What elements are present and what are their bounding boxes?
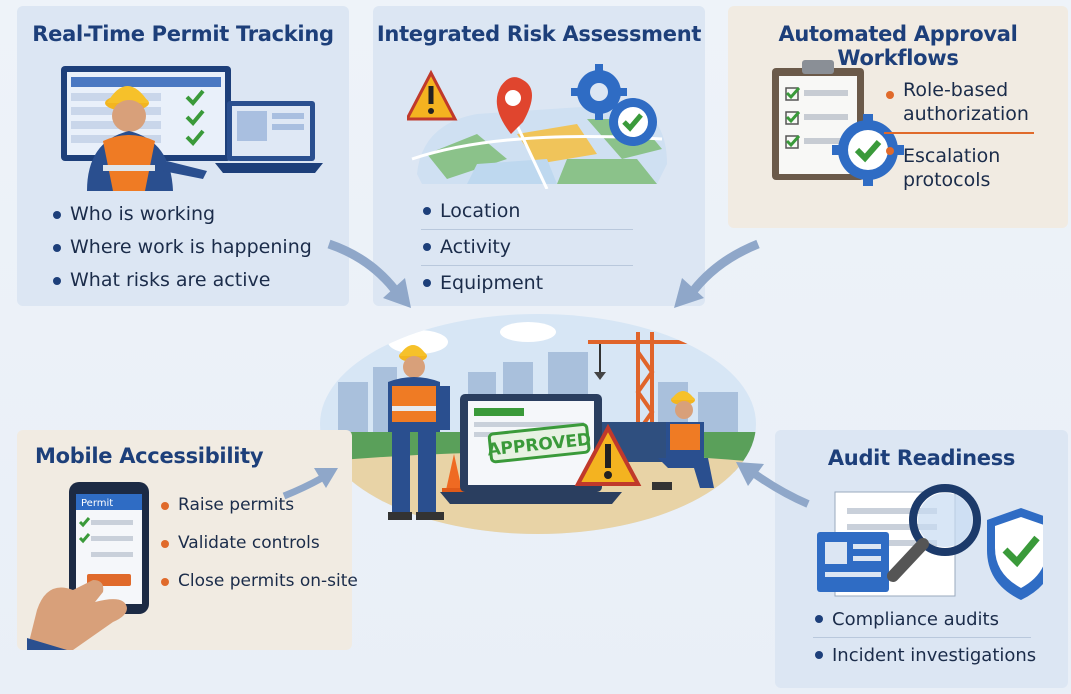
list-item: Validate controls xyxy=(159,524,358,562)
list-item: Who is working xyxy=(51,198,312,231)
panel-title: Audit Readiness xyxy=(827,446,1016,470)
panel-title: Mobile Accessibility xyxy=(35,444,264,468)
list-item: Equipment xyxy=(421,266,633,301)
magnifier-icon xyxy=(887,484,981,582)
list-item: Activity xyxy=(421,230,633,266)
list-item: Incident investigations xyxy=(813,638,1036,673)
arrow-mobile-to-center xyxy=(282,468,338,500)
shield-check-icon xyxy=(987,508,1043,600)
panel-title: Automated Approval Workflows xyxy=(778,22,1018,70)
approval-bullets: Role-based authorization Escalation prot… xyxy=(884,78,1034,192)
arrow-approval-to-center xyxy=(674,239,760,308)
list-item: Compliance audits xyxy=(813,602,1031,638)
tracking-bullets: Who is working Where work is happening W… xyxy=(51,198,312,297)
mobile-bullets: Raise permits Validate controls Close pe… xyxy=(159,486,358,600)
arrow-tracking-to-center xyxy=(327,239,411,308)
list-item: Escalation protocols xyxy=(884,134,1034,192)
panel-integrated-risk: Integrated Risk Assessment Location Acti… xyxy=(373,6,705,306)
worker-at-monitor-illustration xyxy=(61,66,323,191)
phone-in-hand-illustration: Permit xyxy=(27,482,149,650)
panel-title: Integrated Risk Assessment xyxy=(376,22,702,46)
list-item: What risks are active xyxy=(51,264,312,297)
panel-audit-readiness: Audit Readiness Compliance audits Incide… xyxy=(775,430,1068,688)
list-item: Close permits on-site xyxy=(159,562,358,600)
panel-automated-approval: Automated Approval Workflows Role-based … xyxy=(728,6,1068,228)
list-item: Location xyxy=(421,194,633,230)
phone-header-text: Permit xyxy=(81,498,113,509)
list-item: Role-based authorization xyxy=(884,78,1034,134)
panel-title: Real-Time Permit Tracking xyxy=(32,22,334,46)
audit-documents-illustration xyxy=(817,484,1043,600)
risk-bullets: Location Activity Equipment xyxy=(421,194,633,301)
check-badge-icon xyxy=(832,114,904,186)
list-item: Where work is happening xyxy=(51,231,312,264)
audit-bullets: Compliance audits Incident investigation… xyxy=(813,602,1036,673)
risk-map-illustration xyxy=(407,64,667,189)
arrow-audit-to-center xyxy=(736,462,810,508)
gear-icon xyxy=(571,64,627,120)
panel-real-time-tracking: Real-Time Permit Tracking Who is working… xyxy=(17,6,349,306)
clipboard-approval-illustration xyxy=(772,60,904,186)
construction-site-center-illustration: APPROVED xyxy=(320,314,756,534)
list-item: Raise permits xyxy=(159,486,358,524)
panel-mobile-accessibility: Mobile Accessibility Permit Raise permit… xyxy=(17,430,358,650)
